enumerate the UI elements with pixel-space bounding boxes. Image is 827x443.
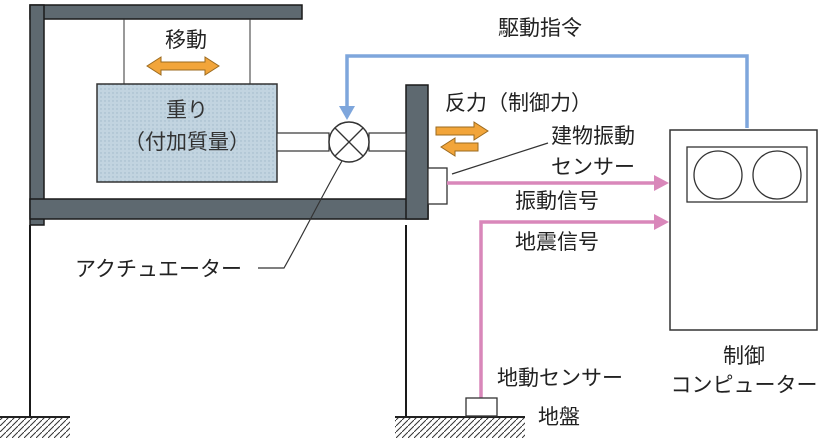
weight-label-line2: （付加質量） bbox=[124, 130, 250, 154]
actuator-label: アクチュエーター bbox=[75, 257, 242, 281]
seismic-signal-arrow bbox=[479, 214, 669, 398]
reaction-force-label: 反力（制御力） bbox=[445, 91, 592, 115]
weight-hangers bbox=[123, 19, 251, 84]
movement-label: 移動 bbox=[165, 28, 207, 52]
building-vibration-sensor bbox=[427, 167, 448, 205]
seismic-signal-label: 地震信号 bbox=[515, 230, 599, 254]
building-frame bbox=[29, 4, 429, 417]
computer-disk-icon-left bbox=[693, 150, 743, 200]
drive-command-arrow bbox=[339, 54, 749, 128]
ground-right bbox=[395, 416, 525, 438]
actuator-leader-line bbox=[258, 160, 343, 269]
weight-label-line1: 重り bbox=[166, 98, 208, 122]
controller-label-line1: 制御 bbox=[723, 344, 765, 368]
ground-left bbox=[0, 416, 70, 438]
actuator-rod-right bbox=[368, 132, 407, 152]
building-sensor-leader-line bbox=[451, 142, 549, 175]
ground-label: 地盤 bbox=[538, 405, 580, 429]
movement-double-arrow bbox=[146, 56, 220, 76]
actuator-rod-left bbox=[276, 132, 330, 152]
reaction-force-arrows bbox=[435, 121, 489, 157]
computer-disk-icon-right bbox=[752, 150, 802, 200]
building-sensor-label-line1: 建物振動 bbox=[551, 124, 635, 148]
vibration-signal-arrow bbox=[447, 175, 669, 191]
weight-box bbox=[96, 83, 278, 183]
actuator-symbol bbox=[328, 121, 370, 163]
drive-command-label: 駆動指令 bbox=[498, 16, 582, 40]
vibration-signal-label: 振動信号 bbox=[515, 189, 599, 213]
ground-motion-sensor bbox=[465, 397, 498, 417]
ground-sensor-label: 地動センサー bbox=[497, 366, 623, 390]
building-sensor-label-line2: センサー bbox=[551, 155, 635, 179]
controller-label-line2: コンピューター bbox=[671, 373, 818, 397]
